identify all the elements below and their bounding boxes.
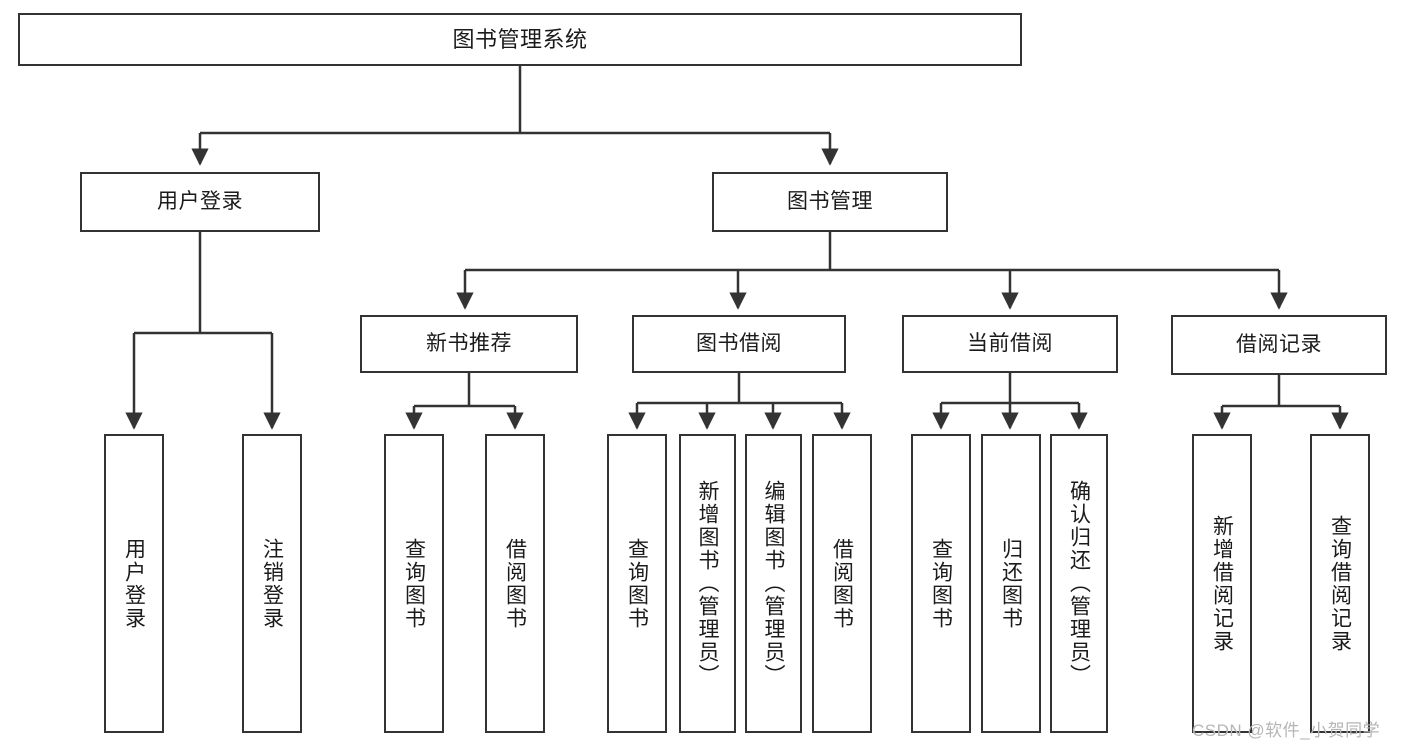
node-leaf-query-record-label: 查询借阅记录	[1328, 514, 1352, 653]
node-leaf-query-book-2[interactable]: 查询图书	[607, 434, 667, 733]
node-new-book-rec-label: 新书推荐	[426, 331, 512, 355]
node-leaf-add-book-label: 新增图书（管理员）	[696, 480, 719, 687]
node-leaf-edit-book-label: 编辑图书（管理员）	[762, 480, 785, 687]
node-leaf-return-book-label: 归还图书	[999, 537, 1023, 630]
node-root[interactable]: 图书管理系统	[18, 13, 1022, 66]
node-leaf-borrow-book-2-label: 借阅图书	[830, 537, 854, 630]
node-leaf-add-book[interactable]: 新增图书（管理员）	[679, 434, 736, 733]
node-leaf-confirm-return-label: 确认归还（管理员）	[1067, 480, 1091, 687]
node-root-label: 图书管理系统	[452, 26, 588, 52]
node-leaf-user-login[interactable]: 用户登录	[104, 434, 164, 733]
node-current-borrow[interactable]: 当前借阅	[902, 315, 1118, 373]
node-leaf-add-record[interactable]: 新增借阅记录	[1192, 434, 1252, 733]
node-book-manage[interactable]: 图书管理	[712, 172, 948, 232]
node-leaf-borrow-book-2[interactable]: 借阅图书	[812, 434, 872, 733]
node-book-borrow[interactable]: 图书借阅	[632, 315, 846, 373]
node-user-login-label: 用户登录	[157, 189, 243, 213]
node-borrow-record-label: 借阅记录	[1236, 332, 1322, 356]
node-leaf-add-record-label: 新增借阅记录	[1210, 514, 1234, 653]
node-user-login[interactable]: 用户登录	[80, 172, 320, 232]
node-leaf-logout[interactable]: 注销登录	[242, 434, 302, 733]
node-leaf-confirm-return[interactable]: 确认归还（管理员）	[1050, 434, 1108, 733]
node-leaf-logout-label: 注销登录	[260, 537, 284, 630]
node-leaf-query-book-2-label: 查询图书	[625, 537, 649, 630]
node-leaf-query-book-3[interactable]: 查询图书	[911, 434, 971, 733]
node-book-borrow-label: 图书借阅	[696, 331, 782, 355]
node-leaf-user-login-label: 用户登录	[122, 537, 146, 630]
node-current-borrow-label: 当前借阅	[967, 331, 1053, 355]
node-leaf-edit-book[interactable]: 编辑图书（管理员）	[745, 434, 802, 733]
node-leaf-return-book[interactable]: 归还图书	[981, 434, 1041, 733]
node-new-book-rec[interactable]: 新书推荐	[360, 315, 578, 373]
node-leaf-query-book-1-label: 查询图书	[402, 537, 426, 630]
node-leaf-borrow-book-1-label: 借阅图书	[503, 537, 527, 630]
node-book-manage-label: 图书管理	[787, 189, 873, 213]
node-borrow-record[interactable]: 借阅记录	[1171, 315, 1387, 375]
node-leaf-borrow-book-1[interactable]: 借阅图书	[485, 434, 545, 733]
node-leaf-query-record[interactable]: 查询借阅记录	[1310, 434, 1370, 733]
node-leaf-query-book-1[interactable]: 查询图书	[384, 434, 444, 733]
node-leaf-query-book-3-label: 查询图书	[929, 537, 953, 630]
watermark: CSDN @软件_小贺同学	[1192, 721, 1381, 740]
